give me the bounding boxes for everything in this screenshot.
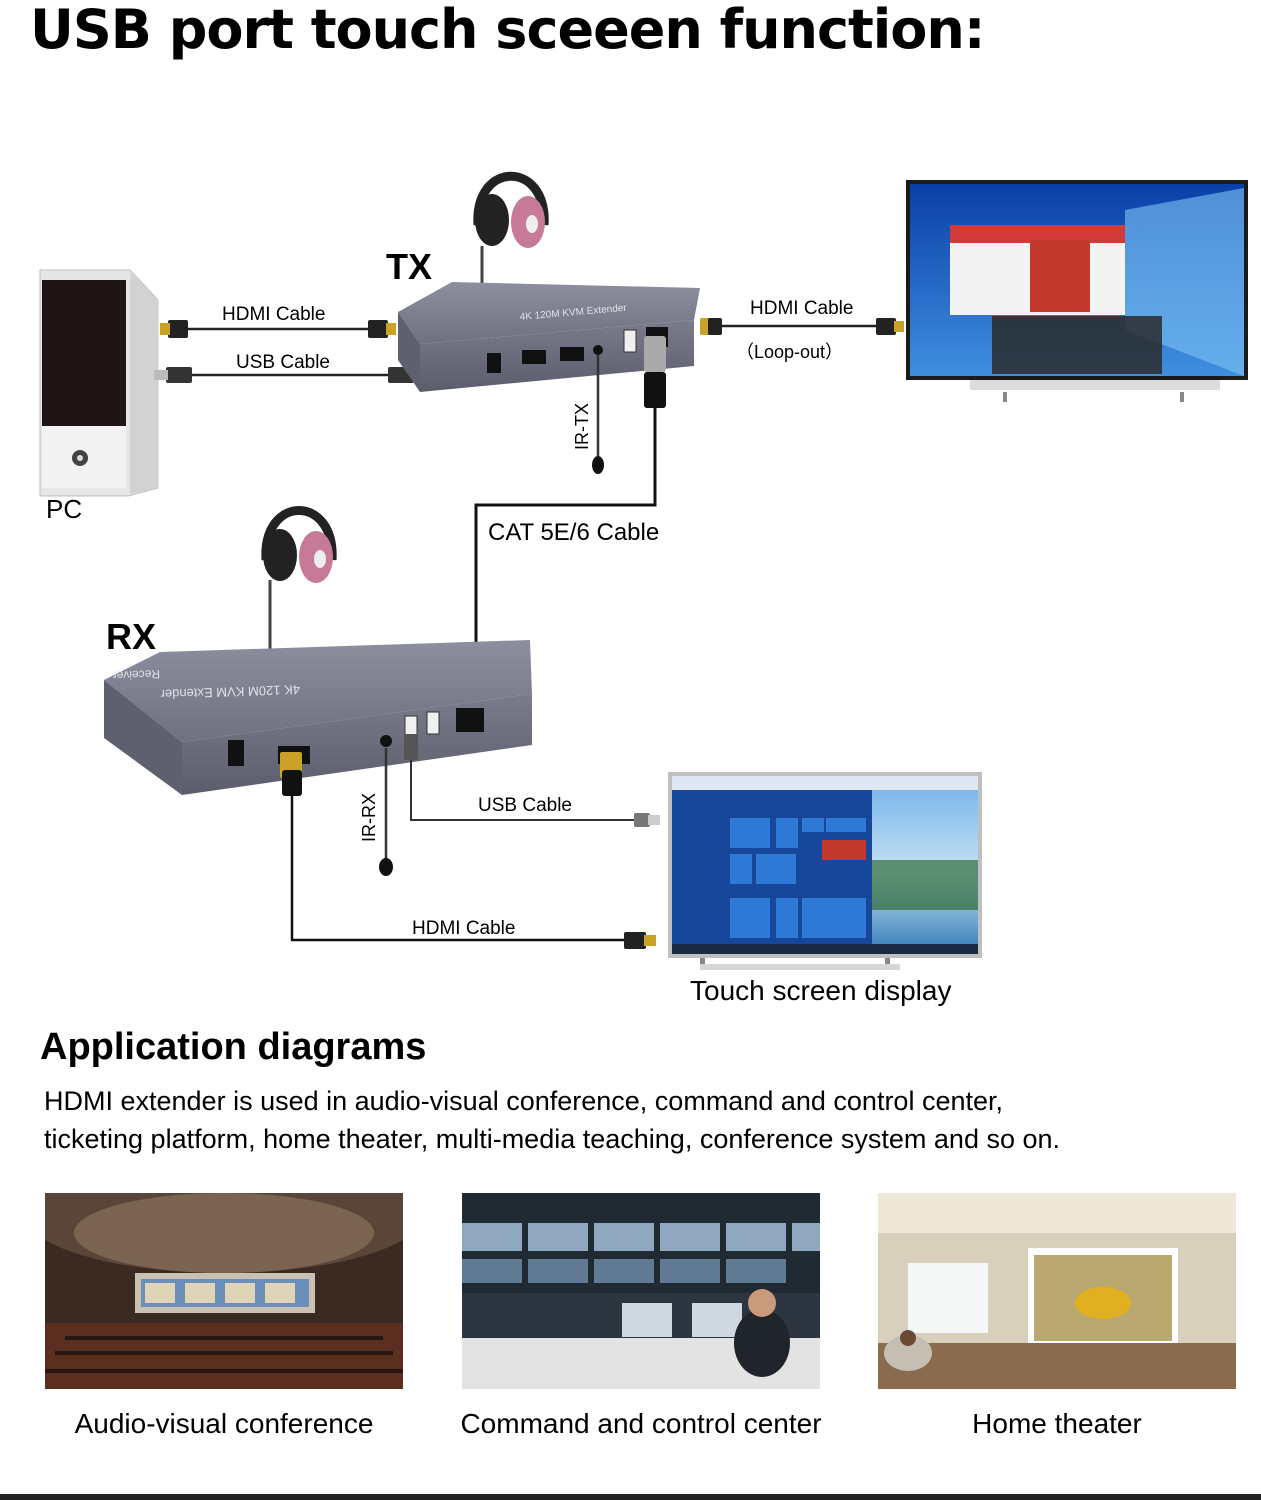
bottom-divider [0, 1494, 1261, 1500]
tx-hdmi-out-label: HDMI Cable [750, 298, 854, 319]
ir-rx-label: IR-RX [359, 793, 379, 842]
ir-tx-label: IR-TX [572, 403, 592, 450]
pc-hdmi-cable-label: HDMI Cable [222, 304, 326, 325]
svg-text:Receiver: Receiver [112, 667, 160, 683]
page-title: USB port touch sceeen function: [30, 0, 985, 61]
application-paragraph-line-1: HDMI extender is used in audio-visual co… [44, 1086, 1004, 1116]
rx-hdmi-cable [280, 752, 656, 949]
rx-usb-cable-label: USB Cable [478, 795, 572, 816]
caption-home-theater: Home theater [972, 1408, 1142, 1439]
pc-usb-cable-label: USB Cable [236, 352, 330, 373]
loop-out-monitor [906, 180, 1248, 402]
caption-command-control-center: Command and control center [460, 1408, 822, 1439]
application-paragraph-line-2: ticketing platform, home theater, multi-… [44, 1124, 1061, 1154]
rx-label: RX [106, 616, 157, 657]
pc-hdmi-cable [160, 320, 396, 338]
command-control-center-photo [462, 1193, 820, 1389]
rx-headphones [261, 506, 337, 660]
ir-rx-cable [379, 748, 393, 876]
home-theater-photo [878, 1193, 1236, 1389]
svg-text:4K 120M KVM Extender: 4K 120M KVM Extender [160, 682, 301, 702]
tx-hdmi-out-cable [700, 318, 904, 335]
tx-unit: 4K 120M KVM Extender [398, 282, 700, 392]
touch-display-label: Touch screen display [690, 975, 952, 1006]
ir-tx-cable [592, 355, 604, 474]
tx-label: TX [386, 246, 433, 287]
rx-usb-cable [404, 734, 660, 827]
connection-diagram: 4K 120M KVM Extender [39, 171, 1248, 970]
application-heading: Application diagrams [40, 1026, 427, 1068]
tx-headphones [473, 171, 549, 300]
caption-audio-visual-conference: Audio-visual conference [74, 1408, 374, 1439]
rx-unit: 4K 120M KVM Extender Receiver [104, 640, 532, 795]
cat-cable-label: CAT 5E/6 Cable [488, 519, 660, 546]
pc-label: PC [46, 494, 83, 524]
touch-screen-display [668, 772, 982, 970]
audio-visual-conference-photo [45, 1193, 403, 1389]
pc-tower [39, 269, 159, 497]
loop-out-label: （Loop-out） [736, 342, 844, 362]
rx-hdmi-cable-label: HDMI Cable [412, 918, 516, 939]
